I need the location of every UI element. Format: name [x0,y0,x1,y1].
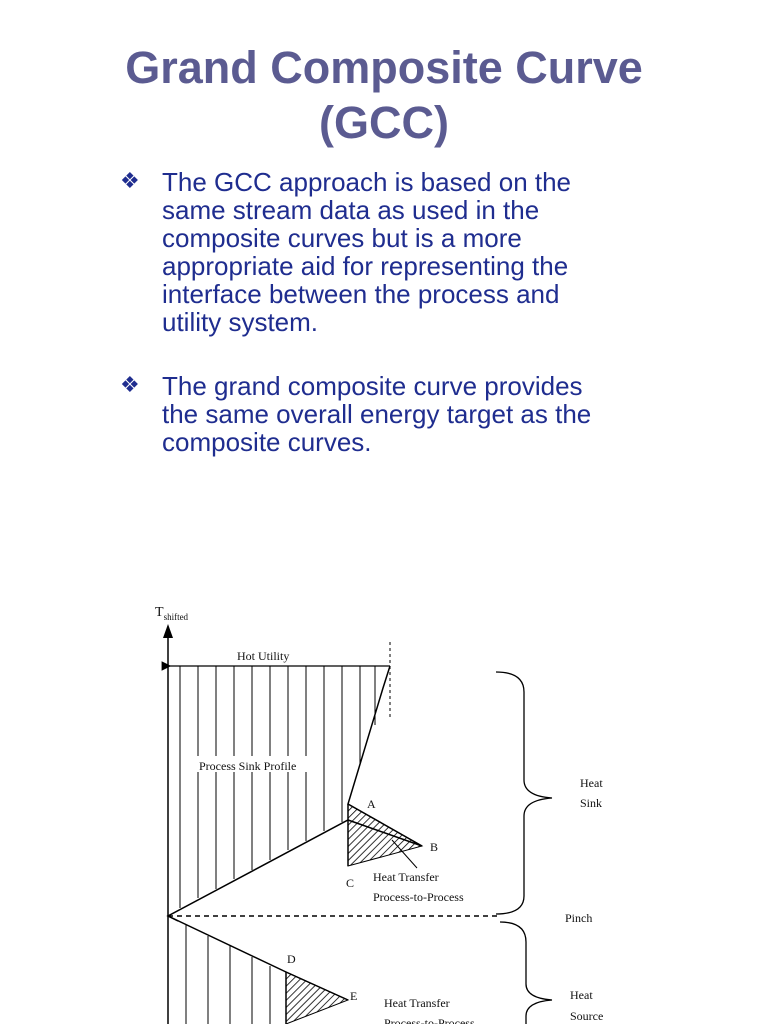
heat-sink-line-1: Heat [580,776,603,790]
upper-pocket [347,803,424,867]
bullet-line: appropriate aid for representing the [162,251,569,281]
bullet-line: utility system. [162,307,319,337]
point-a-label: A [367,797,376,811]
bullet-line: the same overall energy target as the [162,399,592,429]
heat-source-label: Heat Source [570,988,603,1023]
lower-curve-line [167,915,179,922]
heat-transfer-lower-line-1: Heat Transfer [384,996,450,1010]
lower-pocket [285,971,350,1024]
slide-title: Grand Composite Curve (GCC) [0,40,768,150]
heat-source-line-2: Source [570,1009,603,1023]
pinch-label: Pinch [565,911,592,925]
process-sink-label-bg [197,756,315,772]
bullet-item: ❖ The grand composite curve provides the… [120,372,680,456]
point-b-label: B [430,840,438,854]
bullet-line: composite curves but is a more [162,223,522,253]
gcc-diagram: Tshifted Hot Utility Process Sink Profil… [155,605,606,1024]
heat-transfer-label: Heat Transfer Process-to-Process [373,870,464,904]
point-e-label: E [350,989,357,1003]
heat-sink-brace [495,671,553,915]
bullet-line: same stream data as used in the [162,195,540,225]
y-axis-label-sub: shifted [164,612,189,622]
heat-transfer-line-2: Process-to-Process [373,890,464,904]
diamond-bullet-icon: ❖ [120,372,140,397]
bullet-list: ❖ The GCC approach is based on the same … [120,168,680,492]
heat-sink-label: Heat Sink [580,776,606,810]
point-c-label: C [346,876,354,890]
point-d-label: D [287,952,296,966]
source-profile-hatching [185,925,271,1024]
bullet-line: The grand composite curve provides [162,371,583,401]
heat-transfer-lower-line-2: Process-to-Process [384,1016,475,1024]
y-axis-label: Tshifted [155,605,189,622]
pocket-pointer [391,839,418,869]
y-axis-label-main: T [155,605,164,620]
diamond-bullet-icon: ❖ [120,168,140,193]
y-axis-arrow-icon [163,624,173,638]
bullet-line: interface between the process and [162,279,560,309]
title-line-1: Grand Composite Curve [125,42,643,93]
heat-transfer-line-1: Heat Transfer [373,870,439,884]
heat-source-brace [499,921,553,1024]
bullet-line: The GCC approach is based on the [162,167,572,197]
process-sink-profile-label: Process Sink Profile [199,759,296,773]
bullet-item: ❖ The GCC approach is based on the same … [120,168,680,336]
heat-sink-line-2: Sink [580,796,602,810]
sink-profile-hatching [179,666,376,908]
bullet-line: composite curves. [162,427,372,457]
hot-utility-label: Hot Utility [237,649,289,663]
title-line-2: (GCC) [319,97,449,148]
heat-source-line-1: Heat [570,988,593,1002]
heat-transfer-label-lower: Heat Transfer Process-to-Process [384,996,475,1024]
